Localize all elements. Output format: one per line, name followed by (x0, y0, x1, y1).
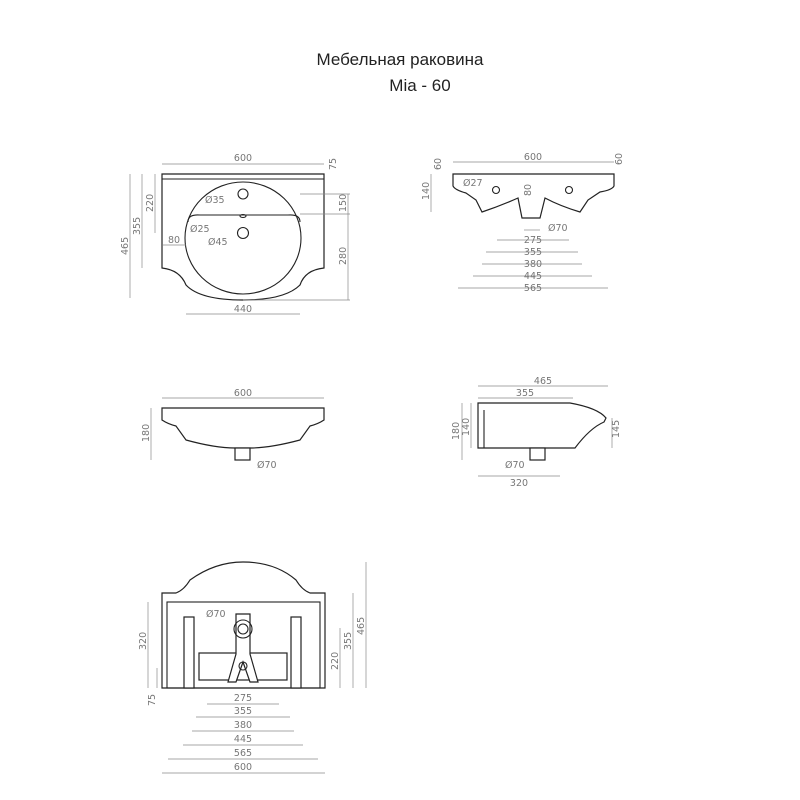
dim-275: 275 (524, 235, 542, 246)
dim-60-left: 60 (433, 158, 444, 170)
dim-280: 280 (338, 247, 349, 265)
dim-140: 140 (461, 418, 472, 436)
hole-25: Ø25 (190, 224, 210, 235)
dim-depth: 465 (356, 617, 367, 635)
dim-60-right: 60 (614, 153, 625, 165)
dim-rim: 75 (328, 158, 339, 170)
hole-35: Ø35 (205, 195, 225, 206)
dim-355: 355 (132, 217, 143, 235)
dim-380: 380 (234, 720, 252, 731)
dim-320: 320 (138, 632, 149, 650)
dim-565: 565 (234, 748, 252, 759)
dim-220: 220 (145, 194, 156, 212)
top-view: 600 75 150 280 465 355 220 80 Ø35 Ø25 Ø4… (120, 153, 350, 315)
dim-220: 220 (330, 652, 341, 670)
dim-320: 320 (510, 478, 528, 489)
hole-45: Ø45 (208, 237, 228, 248)
dim-380: 380 (524, 259, 542, 270)
dim-height: 180 (451, 422, 462, 440)
dim-width: 600 (234, 762, 252, 773)
drain-70: Ø70 (505, 460, 525, 471)
drain-70: Ø70 (206, 609, 226, 620)
dim-145: 145 (611, 420, 622, 438)
dim-height: 180 (141, 424, 152, 442)
dim-150: 150 (338, 194, 349, 212)
drain-70: Ø70 (257, 460, 277, 471)
dim-355: 355 (516, 388, 534, 399)
dim-80: 80 (523, 184, 534, 196)
model-name: Mia - 60 (389, 76, 451, 95)
drawing-title: Мебельная раковина (316, 50, 484, 69)
dim-355-width: 355 (234, 706, 252, 717)
dim-275: 275 (234, 693, 252, 704)
dim-width: 600 (524, 152, 542, 163)
dim-565: 565 (524, 283, 542, 294)
dim-140: 140 (421, 182, 432, 200)
hole-27: Ø27 (463, 178, 483, 189)
dim-depth: 465 (120, 237, 131, 255)
front-view: 600 180 Ø70 (141, 388, 325, 471)
dim-445: 445 (234, 734, 252, 745)
dim-355: 355 (524, 247, 542, 258)
dim-depth: 465 (534, 376, 552, 387)
bottom-view: 320 75 220 355 465 Ø70 275 355 380 445 5… (138, 561, 367, 774)
dim-445: 445 (524, 271, 542, 282)
side-view: 465 355 180 140 145 Ø70 320 (451, 376, 622, 489)
dim-75: 75 (147, 694, 158, 706)
rear-view: 600 60 60 140 Ø27 80 Ø70 275 355 380 445… (421, 152, 625, 294)
drain-70: Ø70 (548, 223, 568, 234)
dim-355: 355 (343, 632, 354, 650)
dim-440: 440 (234, 304, 252, 315)
dim-width: 600 (234, 153, 252, 164)
dim-80: 80 (168, 235, 180, 246)
dim-width: 600 (234, 388, 252, 399)
